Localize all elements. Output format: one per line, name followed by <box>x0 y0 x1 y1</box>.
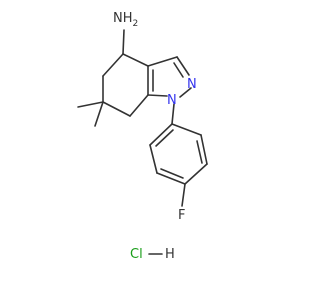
bond-n2-n1 <box>179 87 192 98</box>
bond-ph-6 <box>149 123 173 146</box>
bond-ph-2-inner <box>196 140 203 164</box>
bond-ph-1 <box>171 123 202 136</box>
bond-n1-c7a <box>147 94 168 97</box>
bond-c3-n2 <box>176 56 190 76</box>
bond-ph-3 <box>184 163 208 185</box>
bond-c3a-c3 <box>147 56 178 67</box>
bond-n1-phenyl <box>171 103 175 125</box>
hydrogen-label: H <box>165 247 175 262</box>
chlorine-label: Cl <box>130 247 143 262</box>
ring-nitrogen-upper-label: N <box>187 77 197 92</box>
amine-label: NH2 <box>113 11 138 29</box>
bond-c4-nh2 <box>122 29 125 55</box>
bond-c6-methyl-upper <box>77 101 104 108</box>
atom-labels: NH2 N N F Cl H <box>113 11 197 262</box>
bond-ph-6-inner <box>155 129 174 147</box>
bonds <box>77 29 208 255</box>
bond-ph-4-inner <box>160 168 184 179</box>
bond-ph-5 <box>149 144 158 174</box>
bond-c3-n2-inner <box>173 62 184 78</box>
molecule-diagram: NH2 N N F Cl H <box>77 11 208 262</box>
bond-c6-c7 <box>102 101 131 117</box>
bond-c-f <box>181 183 186 207</box>
bond-c7-c7a <box>129 94 149 117</box>
bond-ph-4 <box>156 172 186 185</box>
ring-nitrogen-lower-label: N <box>167 93 177 108</box>
bond-c6-methyl-lower <box>94 101 104 127</box>
bond-c4-c3a <box>122 53 149 67</box>
structure-canvas: NH2 N N F Cl H <box>77 11 208 262</box>
bond-c4-c5 <box>102 53 124 77</box>
fluorine-label: F <box>178 208 185 223</box>
bond-ph-2 <box>200 134 208 165</box>
